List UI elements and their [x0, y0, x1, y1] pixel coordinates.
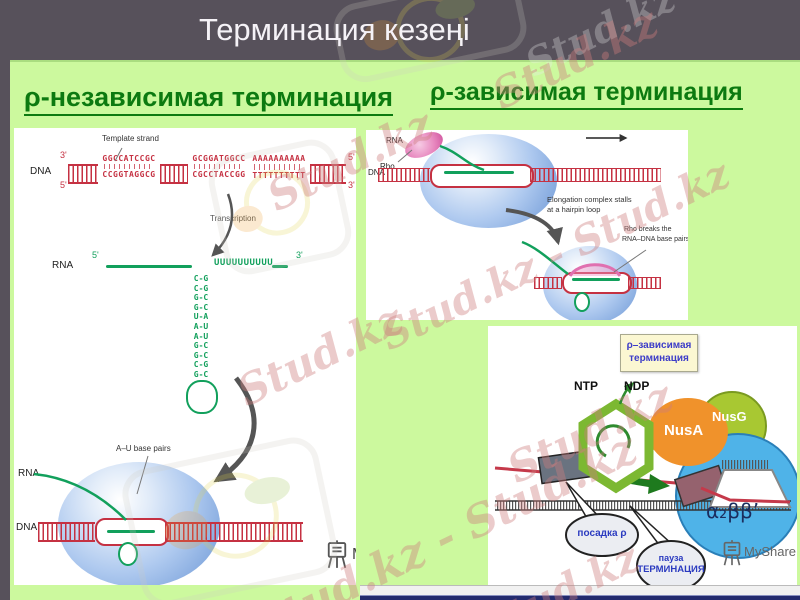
rna-dna-hybrid — [107, 530, 155, 533]
page-title: Терминация кезеңі — [199, 12, 470, 47]
myshare-partial-label: M — [352, 546, 356, 564]
dna-ladder-segment — [534, 277, 562, 289]
left-heading: ρ-независимая терминация — [24, 82, 394, 116]
rna-label: RNA — [386, 136, 403, 145]
hairpin-pair: A-U — [193, 331, 209, 341]
seq-bot-2: CGCCTACCGG — [192, 170, 246, 179]
dna-label: DNA — [16, 522, 38, 533]
right-heading: ρ-зависимая терминация — [430, 78, 743, 110]
dna-ladder-segment — [38, 522, 95, 542]
hairpin-loop — [186, 380, 218, 414]
seq-bot-3: TTTTTTTTTT — [252, 171, 306, 180]
nusg-label: NusG — [712, 409, 747, 424]
pause-bubble-line2: ТЕРМИНАЦИЯ — [637, 564, 705, 575]
hairpin-pair: A-U — [193, 321, 209, 331]
bottom-navy-bar — [360, 595, 800, 600]
rho-breaks-line2: RNA–DNA base pairs — [622, 236, 688, 243]
dna-label: DNA — [30, 166, 52, 177]
seq-bot-1: CCGGTAGGCG — [102, 170, 156, 179]
dna-sequence-3: AAAAAAAAAA TTTTTTTTTT — [250, 154, 308, 180]
rna-dna-hybrid — [444, 171, 514, 174]
hairpin-pair: G-C — [193, 350, 209, 360]
myshare-label: MyShare — [744, 544, 797, 559]
five-prime-label: 5' — [348, 152, 355, 162]
rna-line — [272, 265, 288, 268]
hairpin-pair: G-C — [193, 302, 209, 312]
hairpin-stem: C-G C-G G-C G-C U-A A-U A-U G-C G-C C-G … — [184, 274, 218, 380]
three-prime-label: 3' — [60, 150, 67, 160]
mini-hairpin-loop — [574, 292, 590, 312]
rho-loading-bubble-label: посадка ρ — [577, 528, 627, 539]
stall-caption-line1: Elongation complex stalls — [547, 195, 632, 204]
pause-bubble-line1: пауза — [658, 553, 684, 563]
rna-label: RNA — [52, 260, 74, 271]
rho-breaks-line1: Rho breaks the — [624, 226, 672, 233]
au-base-pairs-label: A–U base pairs — [116, 444, 171, 453]
nusa-label: NusA — [664, 422, 704, 439]
dna-sequence-1: GGCCATCCGC CCGGTAGGCG — [100, 154, 158, 179]
slide-header: Терминация кезеңі Stud.kz — [0, 0, 800, 87]
five-prime-label: 5' — [92, 250, 99, 260]
left-panel-arrows — [33, 147, 257, 521]
right-bottom-panel: ρ–зависимая терминация NTP NDP NusA NusG… — [488, 326, 797, 586]
rho-dependent-box: ρ–зависимая терминация — [620, 334, 698, 372]
seq-top-2: GCGGATGGCC — [192, 154, 246, 163]
rna-dna-hybrid — [572, 278, 620, 281]
box-line1: ρ–зависимая — [626, 340, 692, 351]
dna-ladder-segment — [530, 168, 661, 182]
ndp-label: NDP — [624, 379, 650, 393]
mini-hairpin-loop — [118, 542, 138, 566]
dna-ladder-segment — [160, 164, 188, 184]
hairpin-pair: C-G — [193, 360, 209, 370]
seq-top-1: GGCCATCCGC — [102, 154, 156, 163]
transcription-bubble — [430, 164, 534, 188]
polymerase-subunits-label: α₂ββ’ — [706, 499, 760, 523]
five-prime-label: 5' — [60, 180, 67, 190]
dna-ladder-segment — [165, 522, 303, 542]
dna-ladder-segment — [310, 164, 346, 184]
three-prime-label: 3' — [348, 180, 355, 190]
dna-label: DNA — [368, 168, 385, 177]
hairpin-pair: G-C — [193, 369, 209, 379]
dna-ladder-segment — [378, 168, 430, 182]
rho-termination-diagram — [494, 382, 797, 586]
dna-ladder-segment — [628, 277, 661, 289]
right-top-arrows — [397, 134, 647, 277]
hairpin-pair: G-C — [193, 293, 209, 303]
ntp-label: NTP — [574, 379, 598, 393]
hairpin-pair: C-G — [193, 274, 209, 283]
dna-sequence-2: GCGGATGGCC CGCCTACCGG — [190, 154, 248, 179]
right-top-panel: RNA Rho DNA Elongation complex stalls at… — [366, 130, 688, 320]
three-prime-label: 3' — [296, 250, 303, 260]
poly-u-sequence: UUUUUUUUUU — [214, 258, 274, 268]
seq-top-3: AAAAAAAAAA — [252, 154, 306, 163]
template-strand-label: Template strand — [102, 134, 159, 143]
box-line2: терминация — [629, 353, 689, 364]
left-panel: Template strand DNA 3' 5' GGCCATCCGC CCG… — [14, 128, 356, 585]
slide-body: ρ-независимая терминация ρ-зависимая тер… — [10, 60, 800, 600]
stall-caption-line2: at a hairpin loop — [547, 205, 601, 214]
hairpin-pair: U-A — [193, 312, 209, 322]
bottom-white-strip — [360, 585, 800, 596]
easel-icon — [327, 540, 347, 569]
dna-ladder-segment — [68, 164, 98, 184]
easel-icon — [723, 540, 741, 566]
hairpin-pair: C-G — [193, 283, 209, 293]
rho-label: Rho — [380, 162, 395, 171]
rna-line — [106, 265, 192, 268]
rna-label: RNA — [18, 468, 40, 479]
hairpin-pair: G-C — [193, 341, 209, 351]
